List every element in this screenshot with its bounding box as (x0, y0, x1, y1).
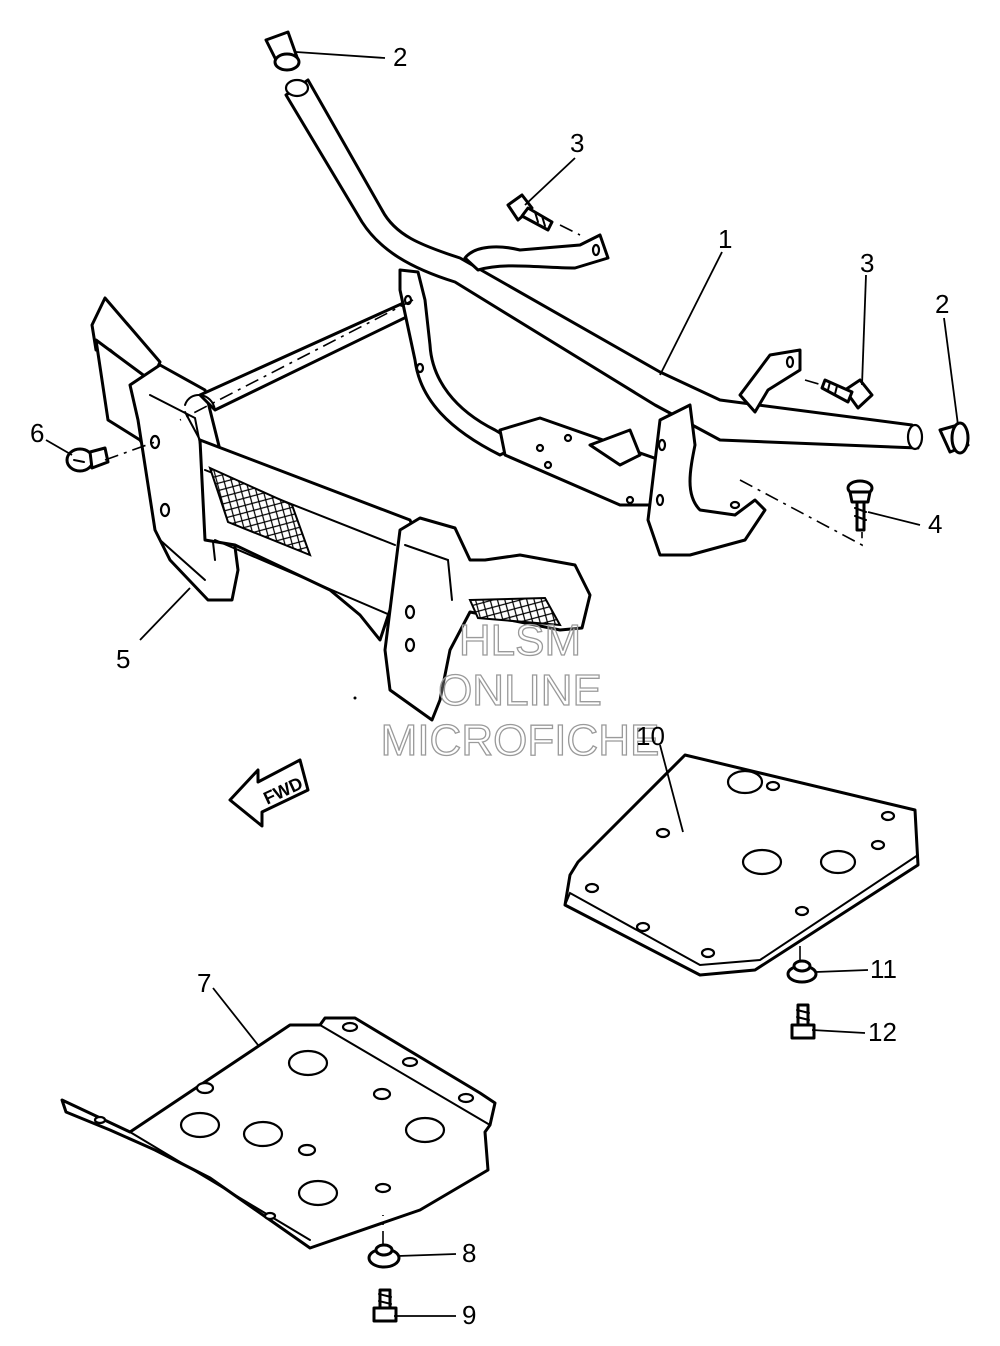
grommet-11 (786, 959, 818, 984)
flange-bolt-right (820, 378, 874, 410)
callout-5: 5 (116, 644, 130, 674)
skid-plate-7 (60, 1016, 497, 1250)
callout-8: 8 (462, 1238, 476, 1268)
callout-10: 10 (636, 721, 665, 751)
bolt-9 (372, 1288, 398, 1323)
callout-3-top: 3 (570, 128, 584, 158)
bolt-12 (790, 1003, 816, 1040)
end-cap-right (938, 421, 970, 455)
watermark: HLSM ONLINE MICROFICHE (380, 615, 660, 765)
bolt-4 (846, 479, 874, 532)
front-guard (90, 296, 592, 722)
skid-plate-10 (563, 753, 920, 977)
assembly-lines (104, 224, 863, 1245)
callout-1: 1 (718, 224, 732, 254)
leader-lines (45, 51, 959, 1317)
bumper-tube-frame (284, 78, 924, 557)
flange-bolt-top (506, 193, 554, 232)
callout-labels: 2 3 1 3 2 6 4 5 10 11 12 7 8 9 (30, 42, 949, 1330)
callout-4: 4 (928, 509, 942, 539)
watermark-line-3: MICROFICHE (381, 716, 660, 765)
watermark-line-1: HLSM (459, 616, 581, 665)
screw-6 (65, 446, 110, 473)
callout-9: 9 (462, 1300, 476, 1330)
callout-2-top: 2 (393, 42, 407, 72)
callout-11: 11 (870, 954, 897, 984)
callout-12: 12 (868, 1017, 897, 1047)
callout-2-right: 2 (935, 289, 949, 319)
stray-dot (353, 696, 357, 700)
end-cap-top (264, 30, 301, 72)
callout-6: 6 (30, 418, 44, 448)
callout-7: 7 (197, 968, 211, 998)
callout-3-right: 3 (860, 248, 874, 278)
fwd-direction-arrow: FWD (228, 758, 310, 828)
watermark-line-2: ONLINE (438, 666, 602, 715)
grommet-8 (367, 1243, 401, 1269)
